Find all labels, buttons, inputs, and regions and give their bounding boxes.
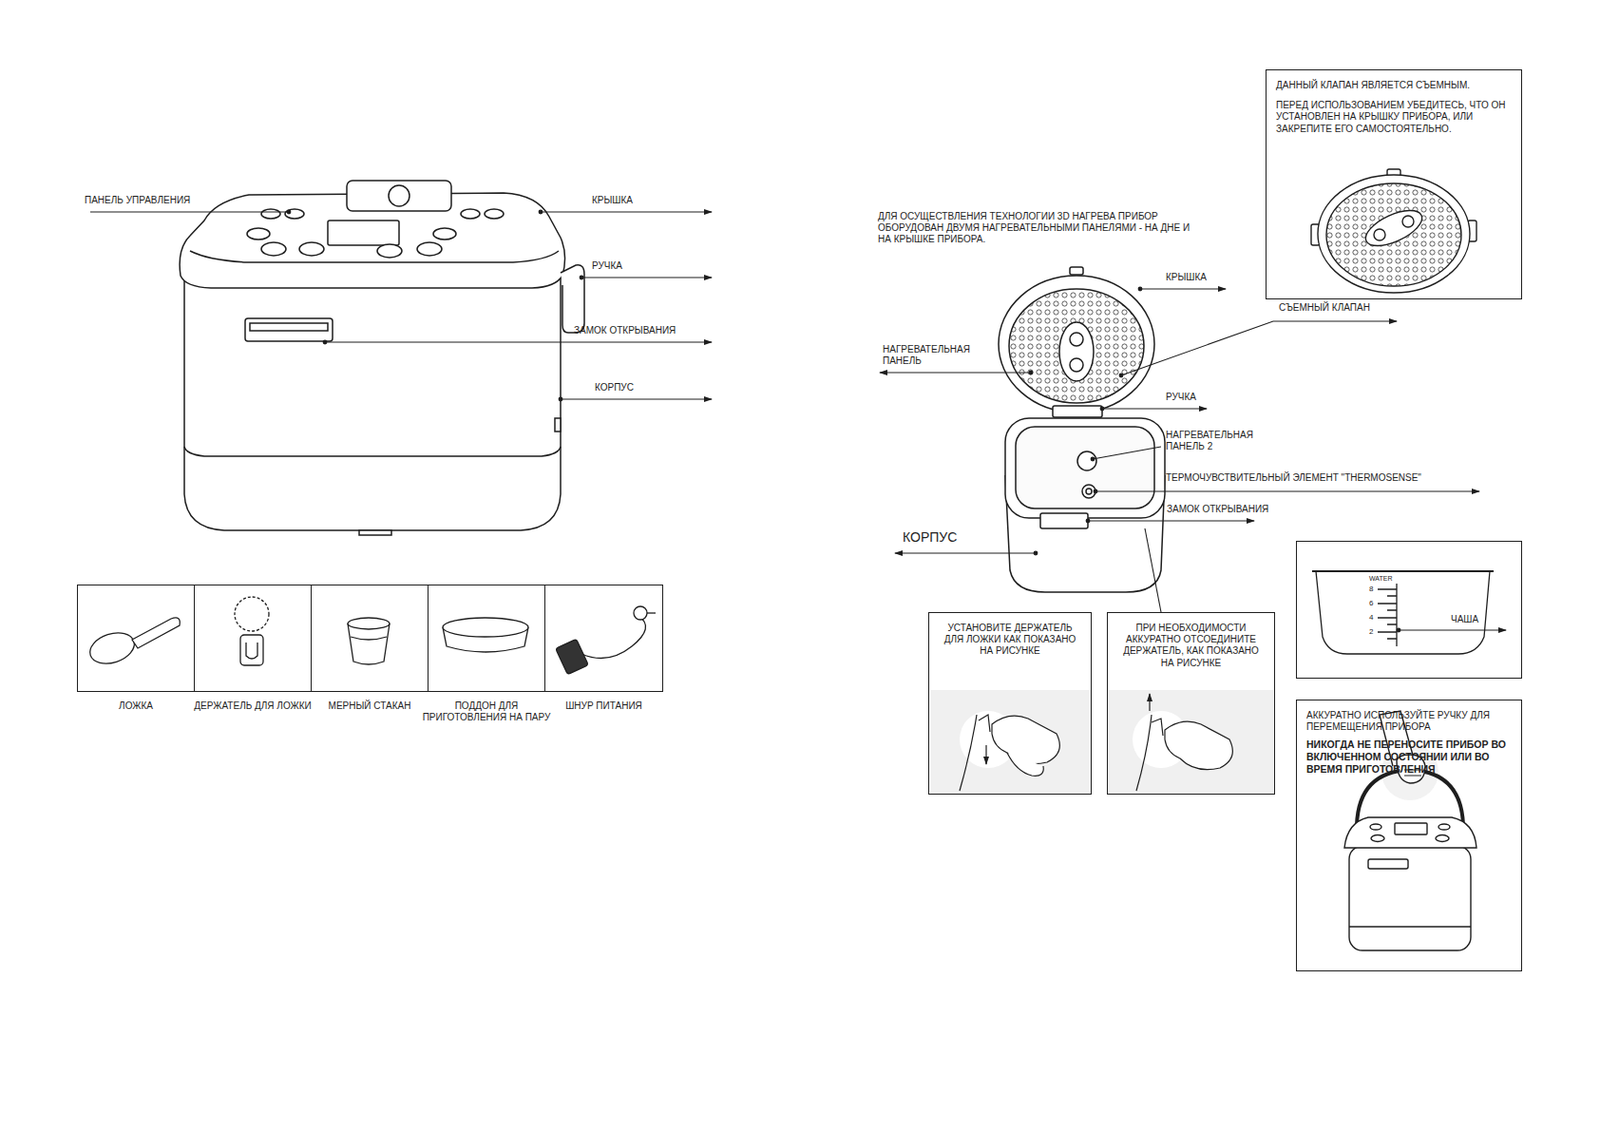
note-text: НИКОГДА НЕ ПЕРЕНОСИТЕ ПРИБОР ВО ВКЛЮЧЕНН… bbox=[1306, 738, 1512, 775]
accessory-name: МЕРНЫЙ СТАКАН bbox=[304, 700, 436, 712]
accessory-name: ЛОЖКА bbox=[70, 700, 202, 712]
part-label: СЪЕМНЫЙ КЛАПАН bbox=[1278, 302, 1371, 314]
bowl-box: ЧАША bbox=[1295, 540, 1523, 679]
valve-disc bbox=[1311, 169, 1477, 293]
accessory-cell: МЕРНЫЙ СТАКАН bbox=[310, 584, 429, 692]
accessory-cell: ПОДДОН ДЛЯ ПРИГОТОВЛЕНИЯ НА ПАРУ bbox=[427, 584, 546, 692]
leader-lines-right bbox=[879, 288, 1480, 612]
valve-note-box: ДАННЫЙ КЛАПАН ЯВЛЯЕТСЯ СЪЕМНЫМ. ПЕРЕД ИСП… bbox=[1265, 69, 1523, 300]
part-label: РУЧКА bbox=[1165, 391, 1197, 403]
bowl-picture bbox=[1312, 571, 1506, 654]
cooker-open bbox=[998, 266, 1165, 592]
holder-remove-picture bbox=[1108, 689, 1275, 794]
scale-mark: 2 bbox=[1369, 627, 1373, 637]
part-label: КРЫШКА bbox=[591, 194, 633, 207]
accessory-cell: ДЕРЖАТЕЛЬ ДЛЯ ЛОЖКИ bbox=[193, 584, 312, 692]
part-label: НАГРЕВАТЕЛЬНАЯ ПАНЕЛЬ 2 bbox=[1165, 429, 1261, 453]
accessory-name: ПОДДОН ДЛЯ ПРИГОТОВЛЕНИЯ НА ПАРУ bbox=[420, 700, 553, 724]
accessory-icons bbox=[86, 596, 656, 675]
instruction-box: УСТАНОВИТЕ ДЕРЖАТЕЛЬ ДЛЯ ЛОЖКИ КАК ПОКАЗ… bbox=[928, 611, 1092, 795]
leader-lines-left bbox=[90, 211, 712, 400]
scale-mark: 4 bbox=[1369, 612, 1373, 623]
part-label: РУЧКА bbox=[591, 260, 623, 272]
scale-mark: 6 bbox=[1369, 598, 1373, 609]
instruction-box: ПРИ НЕОБХОДИМОСТИ АККУРАТНО ОТСОЕДИНИТЕ … bbox=[1106, 611, 1276, 795]
part-label: ЗАМОК ОТКРЫВАНИЯ bbox=[1166, 503, 1269, 515]
part-label: ТЕРМОЧУВСТВИТЕЛЬНЫЙ ЭЛЕМЕНТ "THERMOSENSE… bbox=[1165, 472, 1422, 484]
note-text: ДАННЫЙ КЛАПАН ЯВЛЯЕТСЯ СЪЕМНЫМ. bbox=[1276, 79, 1512, 92]
part-label: КРЫШКА bbox=[1165, 271, 1207, 284]
part-label: КОРПУС bbox=[902, 529, 957, 546]
cooker-closed bbox=[179, 180, 585, 535]
scale-mark: 8 bbox=[1369, 584, 1373, 594]
note-text: ЧАША bbox=[1450, 613, 1479, 626]
note-text: АККУРАТНО ИСПОЛЬЗУЙТЕ РУЧКУ ДЛЯ ПЕРЕМЕЩЕ… bbox=[1306, 709, 1512, 733]
note-text: ПЕРЕД ИСПОЛЬЗОВАНИЕМ УБЕДИТЕСЬ, ЧТО ОН У… bbox=[1276, 99, 1512, 135]
part-label: ПАНЕЛЬ УПРАВЛЕНИЯ bbox=[84, 194, 191, 207]
accessory-cell: ШНУР ПИТАНИЯ bbox=[544, 584, 664, 692]
part-label: НАГРЕВАТЕЛЬНАЯ ПАНЕЛЬ bbox=[882, 343, 978, 367]
part-label: ДЛЯ ОСУЩЕСТВЛЕНИЯ ТЕХНОЛОГИИ 3D НАГРЕВА … bbox=[877, 210, 1192, 246]
note-text: ПРИ НЕОБХОДИМОСТИ АККУРАТНО ОТСОЕДИНИТЕ … bbox=[1117, 622, 1265, 669]
part-label: ЗАМОК ОТКРЫВАНИЯ bbox=[573, 324, 676, 337]
accessory-name: ДЕРЖАТЕЛЬ ДЛЯ ЛОЖКИ bbox=[187, 700, 319, 712]
part-label: КОРПУС bbox=[594, 381, 634, 394]
accessory-cell: ЛОЖКА bbox=[76, 584, 195, 692]
carry-note-box: АККУРАТНО ИСПОЛЬЗУЙТЕ РУЧКУ ДЛЯ ПЕРЕМЕЩЕ… bbox=[1295, 699, 1523, 972]
scale-mark: WATER bbox=[1369, 574, 1393, 583]
accessory-name: ШНУР ПИТАНИЯ bbox=[537, 700, 670, 712]
holder-install-picture bbox=[930, 689, 1091, 794]
note-text: УСТАНОВИТЕ ДЕРЖАТЕЛЬ ДЛЯ ЛОЖКИ КАК ПОКАЗ… bbox=[938, 622, 1082, 658]
